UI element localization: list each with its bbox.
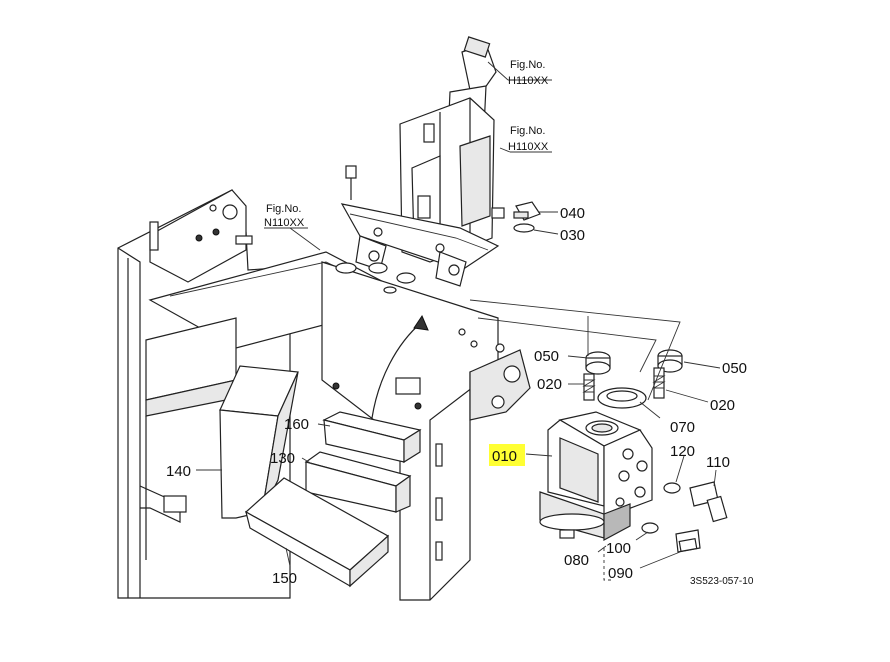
callout-110: 110 [706,454,730,471]
callout-020-left: 020 [537,376,562,393]
svg-text:H110XX: H110XX [508,75,549,87]
callout-080: 080 [564,552,589,569]
steering-pump [539,411,653,542]
svg-text:N110XX: N110XX [264,217,305,229]
callout-030: 030 [560,227,585,244]
callout-140: 140 [166,463,191,480]
svg-text:Fig.No.: Fig.No. [266,203,301,215]
callout-160: 160 [284,416,309,433]
leader-lines [196,61,721,581]
cover-pads [219,314,429,588]
hose-lines [469,299,681,401]
svg-text:Fig.No.: Fig.No. [510,59,545,71]
highlight-010 [489,444,525,466]
callout-100: 100 [606,540,631,557]
callout-040: 040 [560,205,585,222]
callout-150: 150 [272,570,297,587]
svg-text:Fig.No.: Fig.No. [510,125,545,137]
callout-labels: 040 030 050 050 020 020 070 010 120 110 … [166,205,747,587]
callout-120: 120 [670,443,695,460]
callout-020-right: 020 [710,397,735,414]
figure-ref-h110xx-mid: Fig.No. H110XX [508,125,549,153]
diagram-code: 3S523-057-10 [690,576,754,587]
callout-050-left: 050 [534,348,559,365]
callout-070: 070 [670,419,695,436]
figure-ref-n110xx: Fig.No. N110XX [264,203,305,229]
callout-010: 010 [492,448,517,465]
figure-ref-h110xx-top: Fig.No. H110XX [508,59,549,87]
callout-090: 090 [608,565,633,582]
small-parts [513,201,728,553]
callout-050-right: 050 [722,360,747,377]
steering-column [335,36,505,294]
callout-130: 130 [270,450,295,467]
svg-text:H110XX: H110XX [508,141,549,153]
